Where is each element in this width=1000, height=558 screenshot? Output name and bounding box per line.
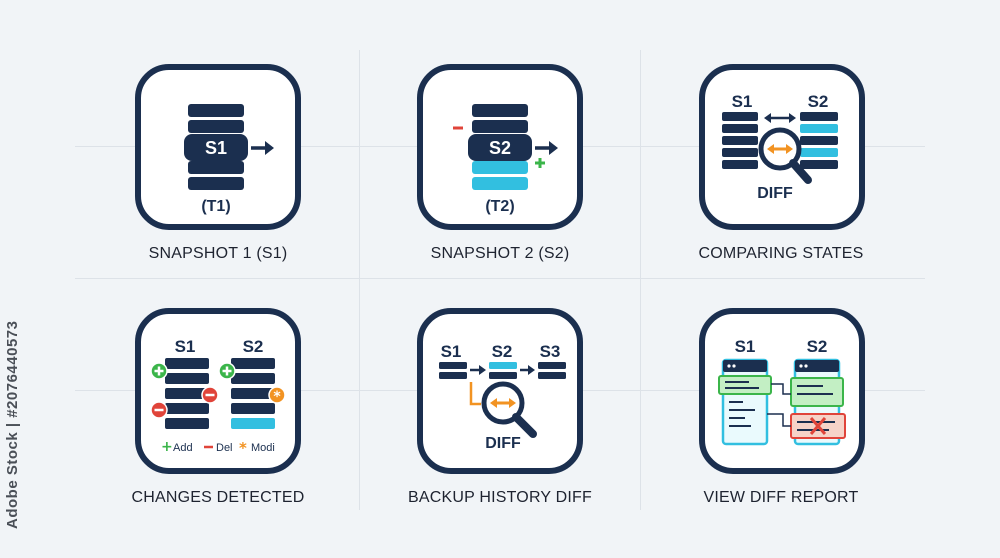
- legend-modi-label: Modi: [251, 442, 275, 454]
- snapshot-1-tile[interactable]: S1 (T1): [135, 64, 301, 230]
- left-label: S1: [175, 337, 196, 356]
- add-icon: +: [161, 439, 173, 455]
- changes-detected-tile[interactable]: S1 S2 *: [135, 308, 301, 474]
- plus-icon: [535, 158, 545, 168]
- comparing-states-caption: COMPARING STATES: [698, 245, 864, 262]
- diff-label: DIFF: [485, 435, 521, 452]
- grid-line-horizontal-2: [75, 278, 925, 279]
- snapshot-label: S1: [441, 342, 462, 361]
- right-label: S2: [808, 92, 829, 111]
- backup-history-diff-tile[interactable]: S1 S2 S3 DIFF: [417, 308, 583, 474]
- legend-del-label: Del: [216, 442, 233, 454]
- magnifier-icon: [758, 127, 812, 184]
- grid-line-vertical-2: [640, 50, 641, 510]
- changes-detected-icon: S1 S2 *: [150, 337, 286, 457]
- left-label: S1: [732, 92, 753, 111]
- view-diff-report-caption: VIEW DIFF REPORT: [703, 489, 859, 506]
- timestamp-label: (T1): [201, 198, 230, 215]
- snapshot-label: S2: [492, 342, 513, 361]
- right-label: S2: [807, 337, 828, 356]
- diff-report-icon: S1 S2: [718, 337, 846, 446]
- right-label: S2: [243, 337, 264, 356]
- legend-add-label: Add: [173, 442, 193, 454]
- snapshot-2-caption: SNAPSHOT 2 (S2): [430, 245, 570, 262]
- comparing-states-tile[interactable]: S1 S2 DIFF: [699, 64, 865, 230]
- history-chain-icon: S1 S2 S3 DIFF: [439, 342, 566, 452]
- close-icon: [809, 417, 827, 435]
- modify-badge-icon: *: [268, 386, 286, 405]
- side-watermark: Adobe Stock | #2076440573: [4, 320, 21, 530]
- backup-history-diff-caption: BACKUP HISTORY DIFF: [408, 489, 592, 506]
- delete-badge-icon: [150, 401, 168, 419]
- left-label: S1: [735, 337, 756, 356]
- grid-line-vertical-1: [359, 50, 360, 510]
- diff-label: DIFF: [757, 185, 793, 202]
- add-badge-icon: [218, 362, 236, 380]
- snapshot-label: S2: [489, 138, 511, 158]
- magnifier-icon: [481, 381, 537, 438]
- compare-magnifier-icon: S1 S2 DIFF: [722, 92, 838, 202]
- legend: + Add Del * Modi: [161, 439, 275, 457]
- changes-detected-caption: CHANGES DETECTED: [131, 489, 305, 506]
- snapshot-2-tile[interactable]: S2 (T2): [417, 64, 583, 230]
- database-stack-arrow-icon: S1 (T1): [184, 104, 274, 215]
- add-badge-icon: [150, 362, 168, 380]
- svg-text:*: *: [273, 389, 281, 405]
- swap-arrow-icon: [764, 113, 796, 123]
- delete-badge-icon: [201, 386, 219, 404]
- timestamp-label: (T2): [485, 198, 514, 215]
- database-stack-changes-icon: S2 (T2): [453, 104, 558, 215]
- snapshot-label: S3: [540, 342, 561, 361]
- snapshot-1-caption: SNAPSHOT 1 (S1): [148, 245, 288, 262]
- snapshot-label: S1: [205, 138, 227, 158]
- modify-icon: *: [239, 439, 247, 457]
- view-diff-report-tile[interactable]: S1 S2: [699, 308, 865, 474]
